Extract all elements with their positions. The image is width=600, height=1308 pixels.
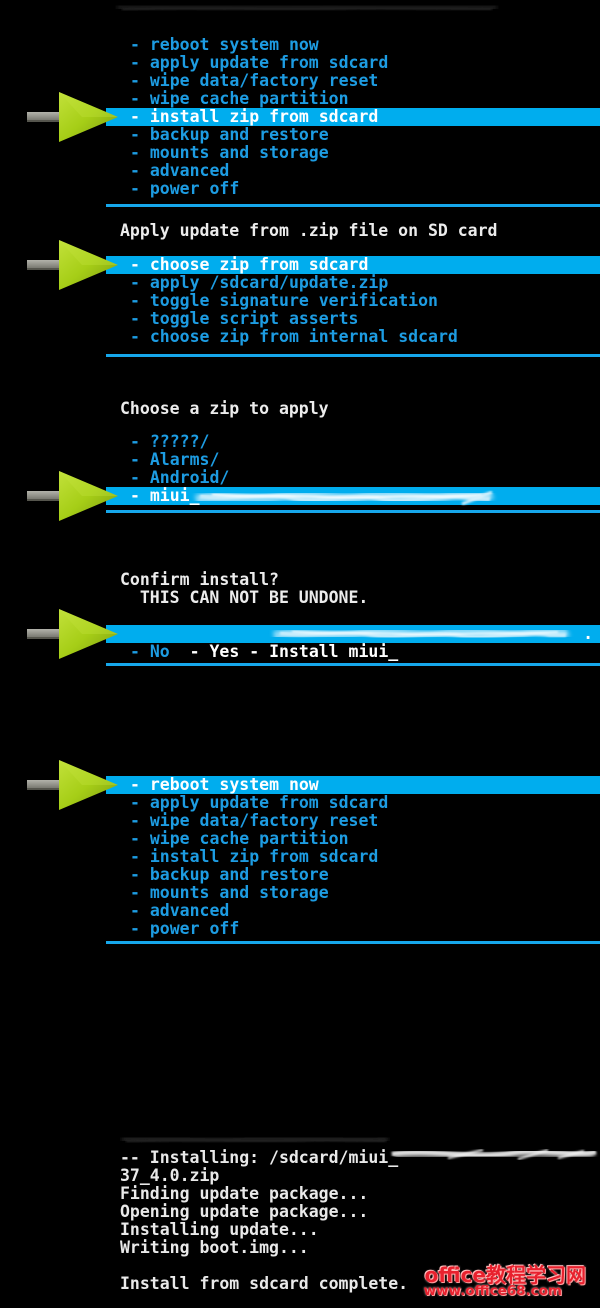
pointer-arrow-icon: [27, 760, 118, 810]
redacted-title-scribble: [121, 1133, 389, 1146]
log-line-zip-name: 37_4.0.zip: [120, 1166, 220, 1185]
log-line-complete: Install from sdcard complete.: [120, 1274, 409, 1293]
menu-item-wipe-cache[interactable]: - wipe cache partition: [130, 89, 349, 108]
watermark-site-url: www.office68.com: [423, 1283, 562, 1299]
apply-update-menu: - choose zip from sdcard - apply /sdcard…: [106, 256, 600, 346]
yes-label: - Yes - Install miui_: [189, 642, 399, 661]
menu-item-mounts-storage[interactable]: - mounts and storage: [130, 143, 329, 162]
log-line-installing-update: Installing update...: [120, 1220, 319, 1239]
apply-update-title: Apply update from .zip file on SD card: [120, 221, 498, 240]
menu-item-toggle-asserts[interactable]: - toggle script asserts: [130, 309, 359, 328]
separator-line: [106, 354, 600, 357]
menu-item-power-off[interactable]: - power off: [130, 179, 240, 198]
confirm-warning: THIS CAN NOT BE UNDONE.: [120, 588, 369, 607]
menu-item-install-zip-highlighted[interactable]: - install zip from sdcard: [106, 108, 600, 126]
menu-item-folder-android[interactable]: - Android/: [130, 468, 230, 487]
menu-item-advanced[interactable]: - advanced: [130, 161, 230, 180]
pointer-arrow-icon: [27, 92, 118, 142]
watermark-site-name: office教程学习网: [424, 1263, 586, 1287]
menu-item-wipe-data[interactable]: - wipe data/factory reset: [130, 811, 379, 830]
menu-item-apply-update[interactable]: - apply update from sdcard: [130, 53, 389, 72]
menu-item-install-zip[interactable]: - install zip from sdcard: [130, 847, 379, 866]
yes-label-suffix: .: [583, 624, 593, 643]
log-line-opening: Opening update package...: [120, 1202, 369, 1221]
pointer-arrow-icon: [27, 240, 118, 290]
menu-item-backup-restore[interactable]: - backup and restore: [130, 125, 329, 144]
menu-item-wipe-cache[interactable]: - wipe cache partition: [130, 829, 349, 848]
confirm-title: Confirm install?: [120, 570, 279, 589]
menu-item-choose-zip-highlighted[interactable]: - choose zip from sdcard: [106, 256, 600, 274]
separator-line: [106, 204, 600, 207]
log-line-blank: [120, 1257, 408, 1275]
redaction-scribble: [194, 488, 495, 506]
redaction-scribble: [272, 626, 571, 641]
menu-item-power-off[interactable]: - power off: [130, 919, 240, 938]
menu-item-no[interactable]: - No: [130, 642, 170, 661]
menu-item-apply-update-zip[interactable]: - apply /sdcard/update.zip: [130, 273, 389, 292]
menu-item-choose-zip-internal[interactable]: - choose zip from internal sdcard: [130, 327, 458, 346]
menu-item-folder-unknown[interactable]: - ?????/: [130, 432, 210, 451]
install-log: -- Installing: /sdcard/miui_ 37_4.0.zip …: [120, 1149, 408, 1293]
menu-item-folder-alarms[interactable]: - Alarms/: [130, 450, 220, 469]
menu-item-apply-update[interactable]: - apply update from sdcard: [130, 793, 389, 812]
main-menu-2: - reboot system now - apply update from …: [106, 776, 600, 938]
menu-item-wipe-data[interactable]: - wipe data/factory reset: [130, 71, 379, 90]
log-line-installing: -- Installing: /sdcard/miui_: [120, 1148, 399, 1167]
main-menu-1: - reboot system now - apply update from …: [106, 36, 600, 198]
menu-item-backup-restore[interactable]: - backup and restore: [130, 865, 329, 884]
log-line-finding: Finding update package...: [120, 1184, 369, 1203]
redacted-title-scribble: [116, 1, 498, 14]
redaction-scribble: [391, 1147, 597, 1161]
separator-line: [106, 663, 600, 666]
menu-item-reboot-highlighted[interactable]: - reboot system now: [106, 776, 600, 794]
menu-item-toggle-signature[interactable]: - toggle signature verification: [130, 291, 438, 310]
menu-item-reboot[interactable]: - reboot system now: [130, 35, 319, 54]
separator-line: [106, 510, 600, 513]
separator-line: [106, 941, 600, 944]
pointer-arrow-icon: [27, 609, 118, 659]
menu-item-mounts-storage[interactable]: - mounts and storage: [130, 883, 329, 902]
menu-item-advanced[interactable]: - advanced: [130, 901, 230, 920]
log-line-writing-boot: Writing boot.img...: [120, 1238, 309, 1257]
choose-zip-title: Choose a zip to apply: [120, 399, 329, 418]
pointer-arrow-icon: [27, 471, 118, 521]
